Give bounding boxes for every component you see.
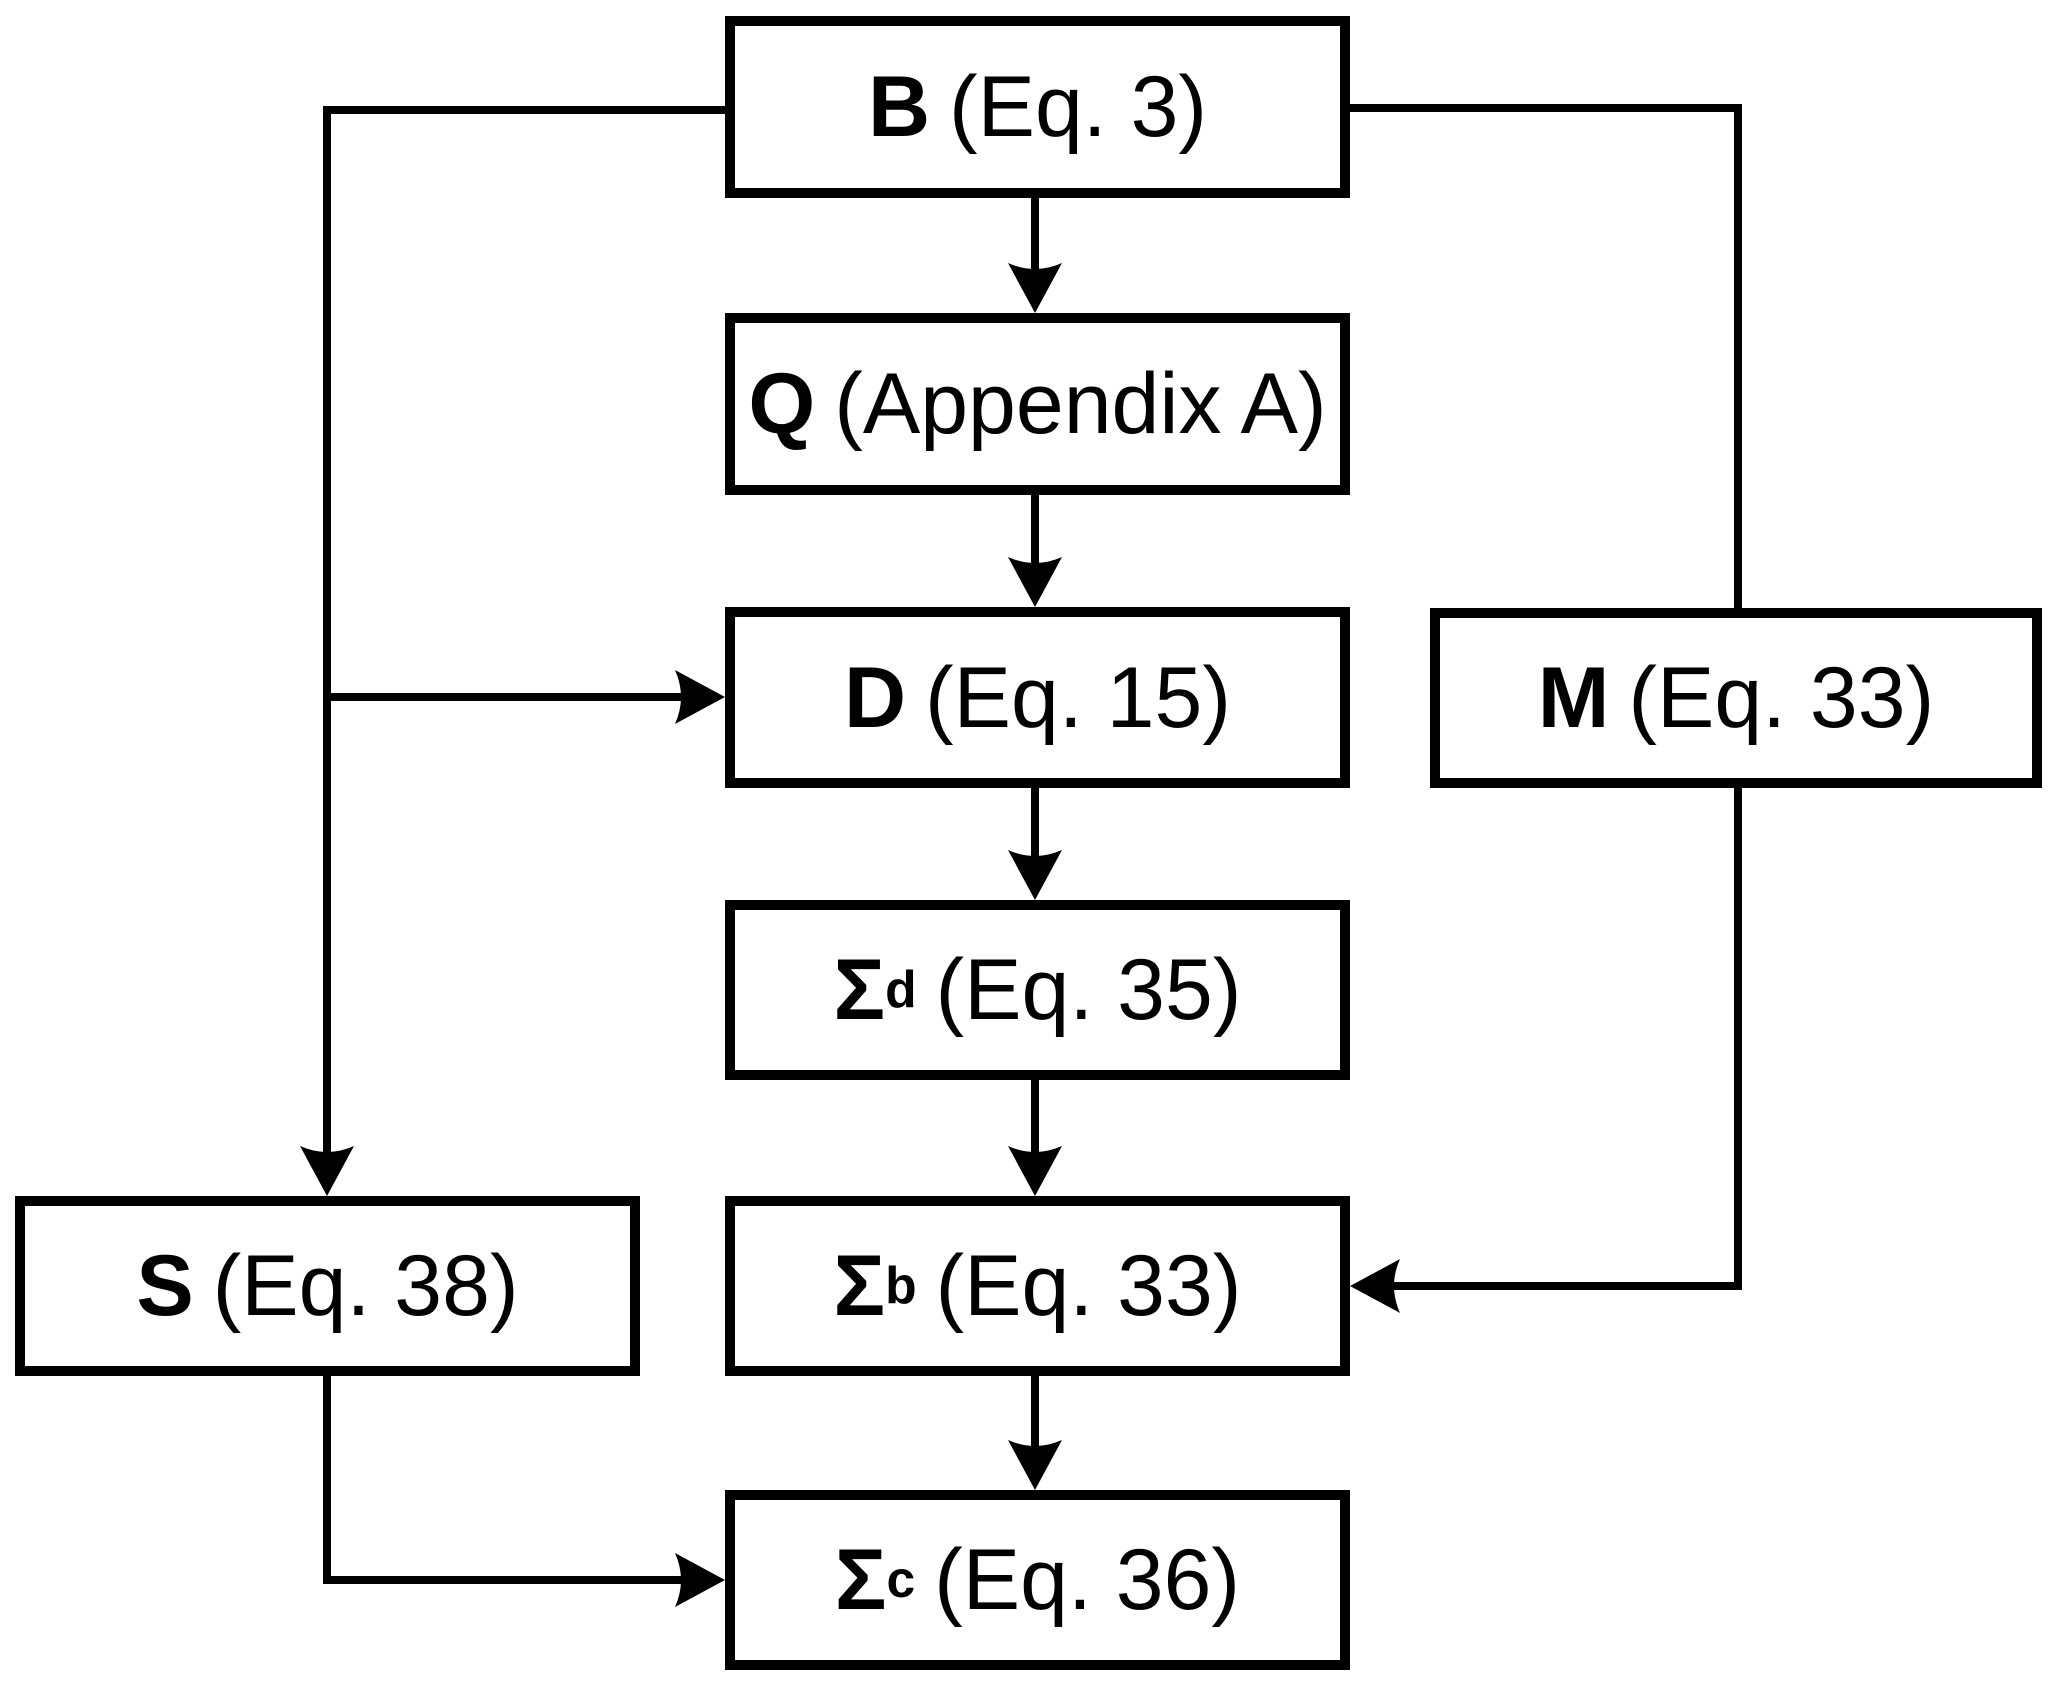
arrowhead-sigma-c-left-icon	[675, 1553, 725, 1607]
edge-b-to-s-rail-line	[323, 106, 725, 1157]
node-d-symbol: D	[844, 649, 907, 746]
node-sigma-c-label: (Eq. 36)	[934, 1532, 1241, 1628]
node-sigma-b-subscript: b	[885, 1256, 917, 1315]
node-b: B(Eq. 3)	[725, 16, 1350, 198]
edge-m-to-sigma-b-line	[1389, 788, 1742, 1290]
arrowhead-sigma-b-top-icon	[1008, 1146, 1062, 1196]
node-sigma-d-label: (Eq. 35)	[935, 942, 1242, 1038]
node-sigma-d-subscript: d	[885, 960, 917, 1019]
node-q-label: (Appendix A)	[834, 356, 1327, 452]
node-m-label: (Eq. 33)	[1628, 650, 1935, 746]
node-m-symbol: M	[1537, 650, 1610, 746]
node-d: D(Eq. 15)	[725, 607, 1350, 788]
node-b-label: (Eq. 3)	[948, 59, 1208, 155]
arrowhead-d-top-icon	[1008, 557, 1062, 607]
node-s-symbol: S	[136, 1238, 194, 1334]
node-sigma-b-symbol: Σ	[833, 1238, 886, 1334]
arrowhead-q-top-icon	[1008, 263, 1062, 313]
node-sigma-c-symbol: Σ	[834, 1532, 887, 1628]
node-d-label: (Eq. 15)	[925, 649, 1231, 746]
node-q-symbol: Q	[748, 356, 816, 452]
node-b-symbol: B	[867, 59, 931, 155]
node-s-label: (Eq. 38)	[212, 1238, 519, 1334]
arrowhead-sigma-b-right-icon	[1350, 1259, 1400, 1313]
node-q: Q(Appendix A)	[725, 313, 1350, 495]
edge-b-to-m-line	[1350, 104, 1742, 608]
arrowhead-sigma-d-top-icon	[1008, 850, 1062, 900]
arrowhead-sigma-c-top-icon	[1008, 1440, 1062, 1490]
node-s: S(Eq. 38)	[15, 1196, 640, 1376]
arrowhead-s-top-icon	[300, 1146, 354, 1196]
node-sigma-d-symbol: Σ	[833, 942, 886, 1038]
node-sigma-b-label: (Eq. 33)	[935, 1238, 1242, 1334]
edge-s-to-sigma-c-line	[323, 1376, 686, 1584]
arrowhead-d-left-icon	[675, 670, 725, 724]
node-m: M(Eq. 33)	[1430, 608, 2042, 788]
node-sigma-c-subscript: c	[886, 1550, 916, 1609]
